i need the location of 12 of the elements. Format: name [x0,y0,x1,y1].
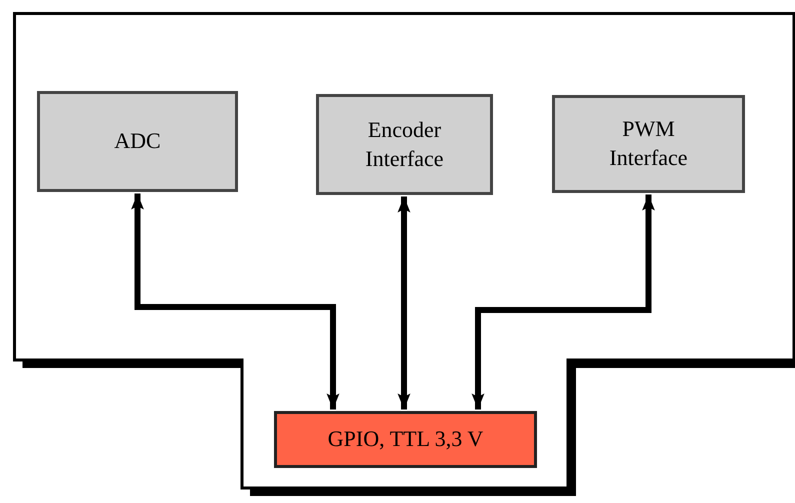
port-box [274,411,537,468]
block-label: GPIO, TTL 3,3 V [328,425,484,454]
block-label: ADC [114,127,161,156]
module-box [552,95,745,193]
module-box [37,91,238,192]
double-arrow [472,194,655,410]
board-outline [13,12,795,498]
double-arrow [398,196,410,410]
module-box [316,94,493,195]
block-label: PWM Interface [608,115,689,172]
block-label: Encoder Interface [364,116,445,172]
double-arrow [131,194,340,410]
